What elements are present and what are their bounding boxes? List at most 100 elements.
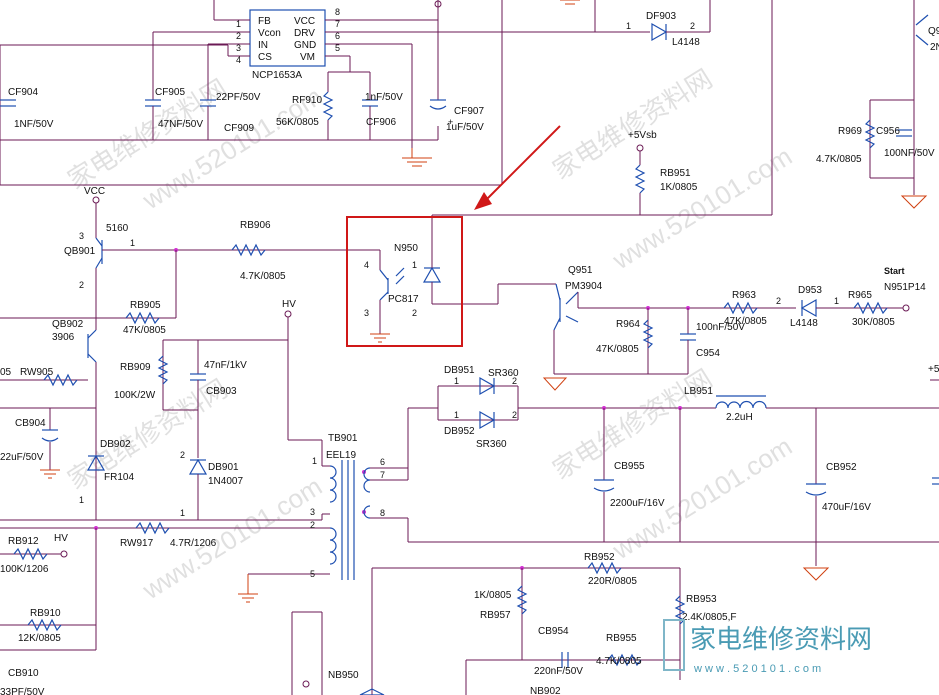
watermark-cn: 家电维修资料网 bbox=[547, 63, 717, 185]
cb954-ref: CB954 bbox=[538, 626, 569, 637]
qb901-pin: 2 bbox=[79, 280, 84, 290]
cf906-value: 1nF/50V bbox=[365, 92, 403, 103]
rb912-value: 100K/1206 bbox=[0, 564, 49, 575]
standby-switch-section: Q951 PM3904 R963 47K/0805 2 D953 L4148 R… bbox=[542, 265, 926, 391]
d953-ref: D953 bbox=[798, 285, 822, 296]
rail-vcc: VCC bbox=[84, 186, 105, 197]
start-label: Start bbox=[884, 266, 905, 276]
r969-value: 4.7K/0805 bbox=[816, 154, 862, 165]
ic-pin-num: 8 bbox=[335, 7, 340, 17]
q951-value: PM3904 bbox=[565, 281, 603, 292]
db951-pin: 2 bbox=[512, 376, 517, 386]
ic-pin-num: 5 bbox=[335, 43, 340, 53]
nb950-ref: NB950 bbox=[328, 670, 359, 681]
db902-ref: DB902 bbox=[100, 439, 131, 450]
db952-pin: 1 bbox=[454, 410, 459, 420]
rb905-ref: RB905 bbox=[130, 300, 161, 311]
secondary-output-section: DB951 SR360 1 2 DB952 SR360 1 2 LB951 2.… bbox=[408, 364, 939, 581]
r965-pin: 1 bbox=[834, 296, 839, 306]
rb957-value: 1K/0805 bbox=[474, 590, 512, 601]
net-terminal bbox=[434, 0, 442, 8]
r965-ref: R965 bbox=[848, 290, 872, 301]
ic-pin-num: 4 bbox=[236, 55, 241, 65]
rf910-value: 56K/0805 bbox=[276, 117, 319, 128]
rb909-value: 100K/2W bbox=[114, 390, 156, 401]
logo-icon bbox=[663, 619, 685, 671]
qb901-pin: 1 bbox=[130, 238, 135, 248]
highlight-box bbox=[346, 216, 463, 347]
db951-ref: DB951 bbox=[444, 365, 475, 376]
q95x-ref: Q9 bbox=[928, 26, 939, 37]
rb951-ref: RB951 bbox=[660, 168, 691, 179]
q951-ref: Q951 bbox=[568, 265, 593, 276]
rb912-ref: RB912 bbox=[8, 536, 39, 547]
rb910-ref: RB910 bbox=[30, 608, 61, 619]
ic-pin-gnd: GND bbox=[294, 40, 316, 51]
ic-pin-in: IN bbox=[258, 40, 268, 51]
db902-pin: 1 bbox=[79, 495, 84, 505]
c956-value: 100NF/50V bbox=[884, 148, 935, 159]
rb905-value: 47K/0805 bbox=[123, 325, 166, 336]
ic-pin-drv: DRV bbox=[294, 28, 315, 39]
r969-ref: R969 bbox=[838, 126, 862, 137]
df903-value: L4148 bbox=[672, 37, 700, 48]
rb953-value: 2.4K/0805,F bbox=[682, 612, 736, 623]
rw905-value: 05 bbox=[0, 367, 12, 378]
n950-part: PC817 bbox=[388, 294, 419, 305]
lb951-ref: LB951 bbox=[684, 386, 713, 397]
qb902-ref: QB902 bbox=[52, 319, 84, 330]
tb901-pin: 6 bbox=[380, 457, 385, 467]
r963-pin: 2 bbox=[776, 296, 781, 306]
cf905-ref: CF905 bbox=[155, 87, 185, 98]
ic-pin-num: 6 bbox=[335, 31, 340, 41]
rail-5vsb: +5Vsb bbox=[628, 130, 657, 141]
logo-text-cn: 家电维修资料网 bbox=[690, 624, 872, 654]
n950-pin: 2 bbox=[412, 308, 417, 318]
cb904-value: 22uF/50V bbox=[0, 452, 44, 463]
r969-branch: Q9 2N R969 4.7K/0805 C956 100NF/50V bbox=[816, 0, 939, 209]
db951-pin: 1 bbox=[454, 376, 459, 386]
rb951-value: 1K/0805 bbox=[660, 182, 698, 193]
lb951-value: 2.2uH bbox=[726, 412, 753, 423]
rb952-ref: RB952 bbox=[584, 552, 615, 563]
cf909-value: 22PF/50V bbox=[216, 92, 261, 103]
ic-pin-cs: CS bbox=[258, 52, 272, 63]
tb901-pin: 5 bbox=[310, 569, 315, 579]
qb901-value: 5160 bbox=[106, 223, 129, 234]
qb902-value: 3906 bbox=[52, 332, 75, 343]
feedback-divider-section: RB952 220R/0805 1K/0805 RB957 RB953 2.4K… bbox=[291, 552, 736, 695]
bottom-left-section: RW917 4.7R/1206 HV RB912 100K/1206 RB910… bbox=[0, 519, 322, 695]
db952-value: SR360 bbox=[476, 439, 507, 450]
hv-snubber-section: HV RB909 100K/2W 47nF/1kV CB903 DB901 1N… bbox=[114, 299, 322, 520]
db952-ref: DB952 bbox=[444, 426, 475, 437]
watermark-url: www.520101.com bbox=[606, 141, 797, 276]
optocoupler-n950: N950 PC817 4 1 3 2 bbox=[340, 215, 556, 343]
cb903-ref: CB903 bbox=[206, 386, 237, 397]
qb901-pin: 3 bbox=[79, 231, 84, 241]
rb957-ref: RB957 bbox=[480, 610, 511, 621]
q95x-value: 2N bbox=[930, 42, 939, 53]
net-terminal bbox=[92, 196, 100, 204]
tb901-pin: 3 bbox=[310, 507, 315, 517]
d953-value: L4148 bbox=[790, 318, 818, 329]
ic-pin-fb: FB bbox=[258, 16, 271, 27]
cf905-value: 47NF/50V bbox=[158, 119, 203, 130]
tb901-pin: 8 bbox=[380, 508, 385, 518]
tb901-pin: 2 bbox=[310, 520, 315, 530]
db902-value: FR104 bbox=[104, 472, 134, 483]
c954-ref: C954 bbox=[696, 348, 720, 359]
cf904-ref: CF904 bbox=[8, 87, 38, 98]
n950-pin: 3 bbox=[364, 308, 369, 318]
cb910-value: 33PF/50V bbox=[0, 687, 45, 695]
net-terminal bbox=[60, 550, 68, 558]
rb906-value: 4.7K/0805 bbox=[240, 271, 286, 282]
r963-value: 47K/0805 bbox=[724, 316, 767, 327]
db951-value: SR360 bbox=[488, 368, 519, 379]
db901-pin: 2 bbox=[180, 450, 185, 460]
cf904-value: 1NF/50V bbox=[14, 119, 54, 130]
net-terminal bbox=[302, 680, 310, 688]
r963-ref: R963 bbox=[732, 290, 756, 301]
df903-ref: DF903 bbox=[646, 11, 676, 22]
ic-pin-num: 7 bbox=[335, 19, 340, 29]
